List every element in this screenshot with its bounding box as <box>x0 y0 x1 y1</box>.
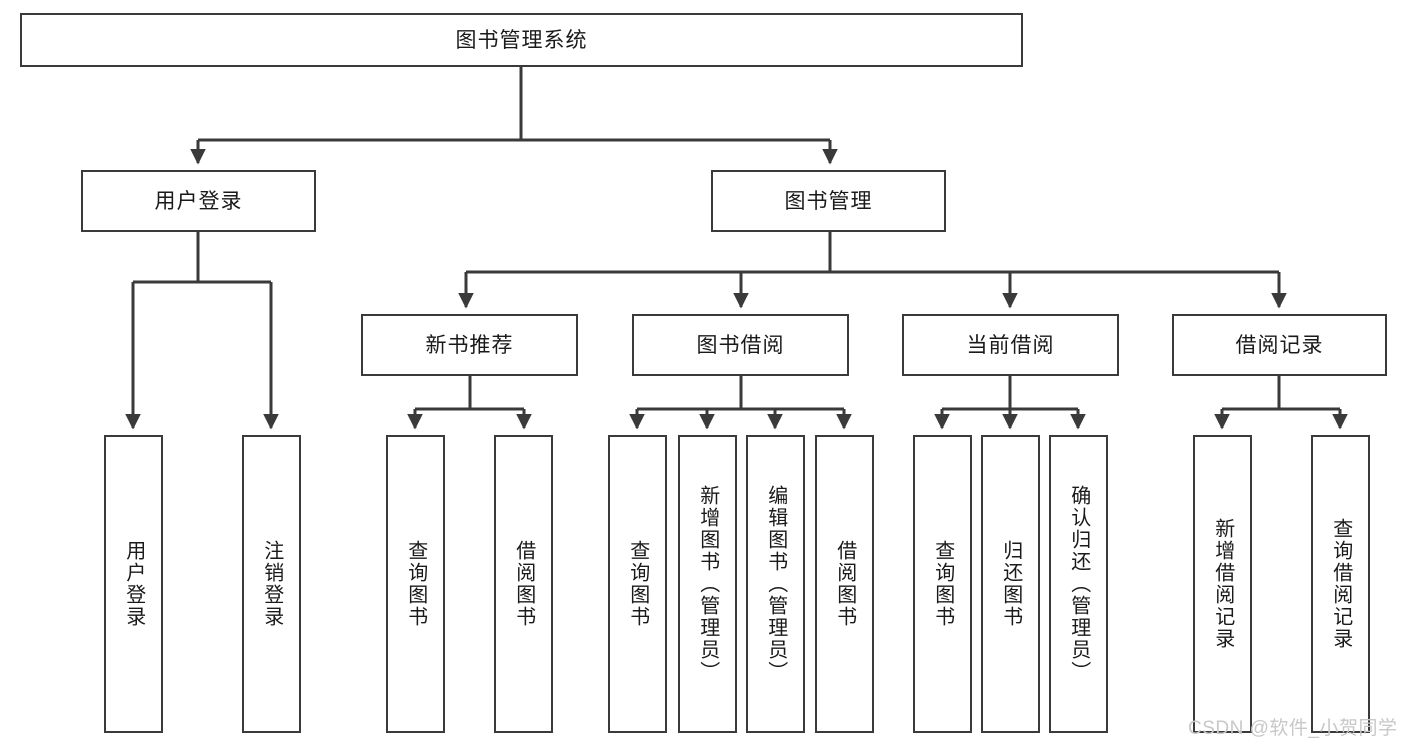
leaf-borrow-book[interactable]: 借阅图书 <box>815 435 874 733</box>
leaf-edit-book-admin[interactable]: 编辑图书（管理员） <box>746 435 805 733</box>
leaf-user-login-label: 用户登录 <box>122 540 145 628</box>
leaf-edit-book-admin-label: 编辑图书（管理员） <box>764 485 787 683</box>
node-user-login[interactable]: 用户登录 <box>81 170 316 232</box>
node-book-management[interactable]: 图书管理 <box>711 170 946 232</box>
leaf-confirm-return-admin-label: 确认归还（管理员） <box>1067 485 1090 683</box>
node-root-label: 图书管理系统 <box>455 28 588 52</box>
leaf-add-borrow-record[interactable]: 新增借阅记录 <box>1193 435 1252 733</box>
leaf-add-book-admin[interactable]: 新增图书（管理员） <box>678 435 737 733</box>
node-new-book-recommend[interactable]: 新书推荐 <box>361 314 578 376</box>
leaf-add-borrow-record-label: 新增借阅记录 <box>1211 518 1234 650</box>
node-borrow-records-label: 借阅记录 <box>1235 333 1324 357</box>
leaf-return-book[interactable]: 归还图书 <box>981 435 1040 733</box>
leaf-query-book-borrow-label: 查询图书 <box>626 540 649 628</box>
leaf-logout[interactable]: 注销登录 <box>242 435 301 733</box>
node-borrow-records[interactable]: 借阅记录 <box>1172 314 1387 376</box>
leaf-query-book-current[interactable]: 查询图书 <box>913 435 972 733</box>
node-new-book-recommend-label: 新书推荐 <box>425 333 514 357</box>
leaf-confirm-return-admin[interactable]: 确认归还（管理员） <box>1049 435 1108 733</box>
leaf-query-book-borrow[interactable]: 查询图书 <box>608 435 667 733</box>
node-book-management-label: 图书管理 <box>784 189 873 213</box>
leaf-query-book-recommend-label: 查询图书 <box>404 540 427 628</box>
leaf-add-book-admin-label: 新增图书（管理员） <box>696 485 719 683</box>
leaf-query-book-recommend[interactable]: 查询图书 <box>386 435 445 733</box>
node-current-borrow[interactable]: 当前借阅 <box>902 314 1119 376</box>
leaf-query-borrow-record[interactable]: 查询借阅记录 <box>1311 435 1370 733</box>
leaf-user-login[interactable]: 用户登录 <box>104 435 163 733</box>
node-user-login-label: 用户登录 <box>154 189 243 213</box>
leaf-query-borrow-record-label: 查询借阅记录 <box>1329 518 1352 650</box>
leaf-borrow-book-label: 借阅图书 <box>833 540 856 628</box>
node-root[interactable]: 图书管理系统 <box>20 13 1023 67</box>
leaf-logout-label: 注销登录 <box>260 540 283 628</box>
leaf-return-book-label: 归还图书 <box>999 540 1022 628</box>
node-book-borrow-label: 图书借阅 <box>696 333 785 357</box>
node-book-borrow[interactable]: 图书借阅 <box>632 314 849 376</box>
leaf-query-book-current-label: 查询图书 <box>931 540 954 628</box>
node-current-borrow-label: 当前借阅 <box>966 333 1055 357</box>
csdn-watermark: CSDN @软件_小贺同学 <box>1188 718 1398 739</box>
leaf-borrow-book-recommend-label: 借阅图书 <box>512 540 535 628</box>
leaf-borrow-book-recommend[interactable]: 借阅图书 <box>494 435 553 733</box>
